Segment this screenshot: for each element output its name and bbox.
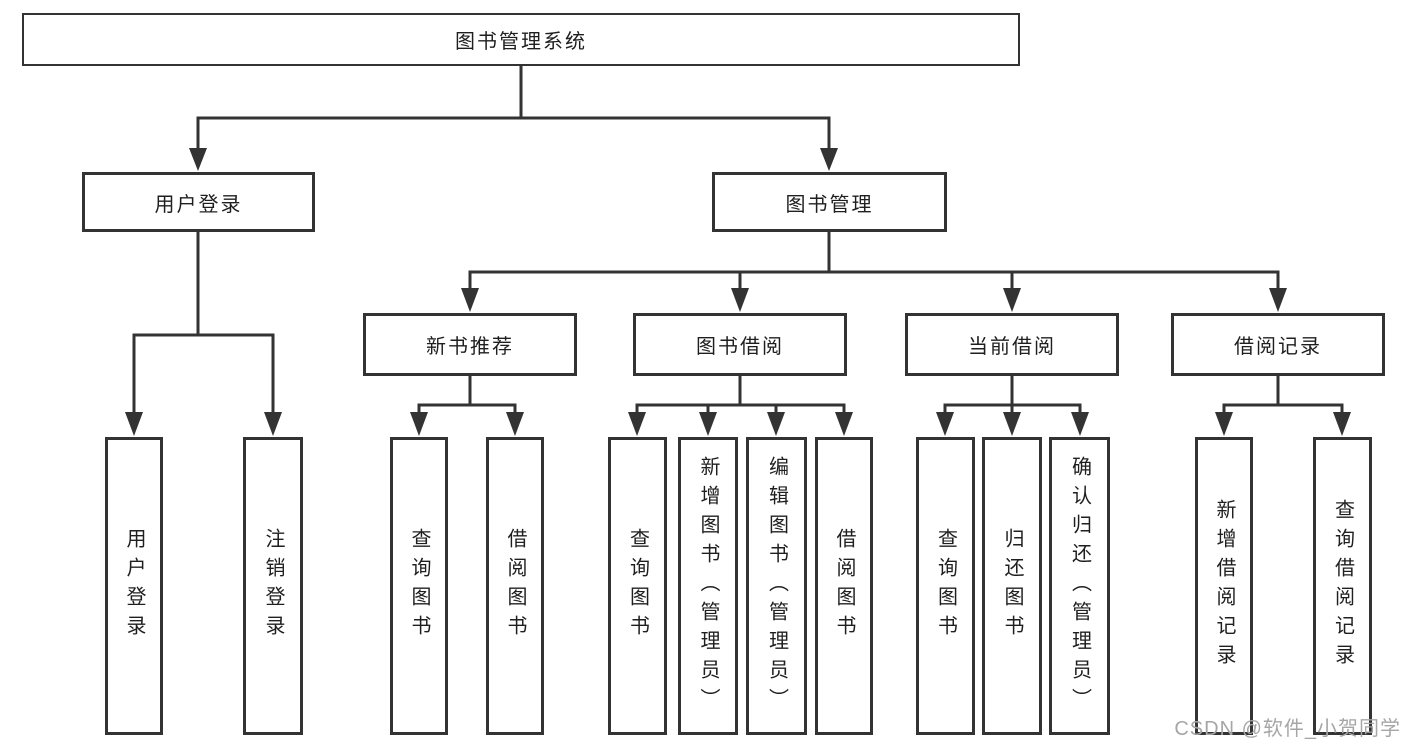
- node-label: 用户登录: [154, 193, 243, 216]
- leaf-edit-book-admin: 编辑图书（管理员）: [746, 437, 807, 735]
- node-label: 图书管理系统: [455, 31, 587, 53]
- arrowhead: [1269, 288, 1287, 312]
- arrowhead: [410, 412, 428, 436]
- connector-borrow-records-split: [1215, 376, 1351, 436]
- node-label: 新增图书（管理员）: [697, 455, 719, 717]
- leaf-query-books: 查询图书: [390, 437, 448, 735]
- node-label: 查询借阅记录: [1331, 499, 1354, 673]
- leaf-borrow-books: 借阅图书: [815, 437, 873, 735]
- arrowhead: [461, 288, 479, 312]
- arrowhead: [1333, 412, 1351, 436]
- arrowhead: [767, 412, 785, 436]
- node-label: 当前借阅: [968, 336, 1056, 358]
- arrowhead: [189, 148, 207, 171]
- arrowhead: [731, 288, 749, 312]
- arrowhead: [820, 148, 838, 171]
- node-label: 借阅记录: [1234, 336, 1322, 358]
- node-book-management: 图书管理: [712, 172, 947, 232]
- node-label: 图书借阅: [696, 336, 784, 358]
- node-label: 查询图书: [626, 528, 649, 644]
- arrowhead: [1071, 412, 1089, 436]
- arrowhead: [936, 412, 954, 436]
- arrowhead: [125, 412, 143, 436]
- arrowhead: [264, 412, 282, 436]
- leaf-add-book-admin: 新增图书（管理员）: [678, 437, 738, 735]
- connector-current-borrow-split: [936, 376, 1089, 436]
- node-library-management-system: 图书管理系统: [22, 13, 1020, 66]
- leaf-confirm-return-admin: 确认归还（管理员）: [1049, 437, 1110, 735]
- node-label: 借阅图书: [833, 528, 855, 644]
- node-book-borrowing: 图书借阅: [633, 313, 847, 376]
- arrowhead: [1003, 288, 1021, 312]
- node-label: 图书管理: [785, 193, 874, 216]
- node-user-login: 用户登录: [82, 172, 315, 232]
- node-label: 查询图书: [934, 528, 957, 644]
- arrowhead: [835, 412, 853, 436]
- leaf-query-books: 查询图书: [608, 437, 667, 735]
- arrowhead: [1215, 412, 1233, 436]
- node-label: 借阅图书: [504, 528, 526, 644]
- node-label: 确认归还（管理员）: [1068, 455, 1091, 717]
- leaf-add-borrow-record: 新增借阅记录: [1195, 437, 1253, 735]
- csdn-watermark: CSDN @软件_小贺同学: [1174, 718, 1401, 740]
- connector-root-split: [189, 66, 838, 171]
- node-label: 归还图书: [1001, 528, 1023, 644]
- node-label: 新增借阅记录: [1213, 499, 1235, 673]
- arrowhead: [506, 412, 524, 436]
- connector-book-management-split: [461, 232, 1287, 312]
- node-label: 用户登录: [123, 528, 145, 644]
- node-label: 查询图书: [408, 528, 430, 644]
- connector-new-book-rec-split: [410, 376, 524, 436]
- node-label: 注销登录: [262, 528, 284, 644]
- leaf-return-books: 归还图书: [982, 437, 1042, 735]
- connector-user-login-split: [125, 232, 282, 436]
- connector-book-borrow-split: [628, 376, 853, 436]
- arrowhead: [1003, 412, 1021, 436]
- arrowhead: [699, 412, 717, 436]
- node-borrowing-records: 借阅记录: [1171, 313, 1385, 376]
- leaf-user-login: 用户登录: [105, 437, 163, 735]
- leaf-logout-login: 注销登录: [243, 437, 303, 735]
- arrowhead: [628, 412, 646, 436]
- node-label: 编辑图书（管理员）: [765, 455, 788, 717]
- leaf-borrow-books: 借阅图书: [486, 437, 544, 735]
- leaf-query-books: 查询图书: [916, 437, 975, 735]
- node-current-borrowing: 当前借阅: [905, 313, 1119, 376]
- leaf-query-borrow-record: 查询借阅记录: [1313, 437, 1372, 735]
- node-new-book-recommendation: 新书推荐: [363, 313, 577, 376]
- node-label: 新书推荐: [426, 336, 514, 358]
